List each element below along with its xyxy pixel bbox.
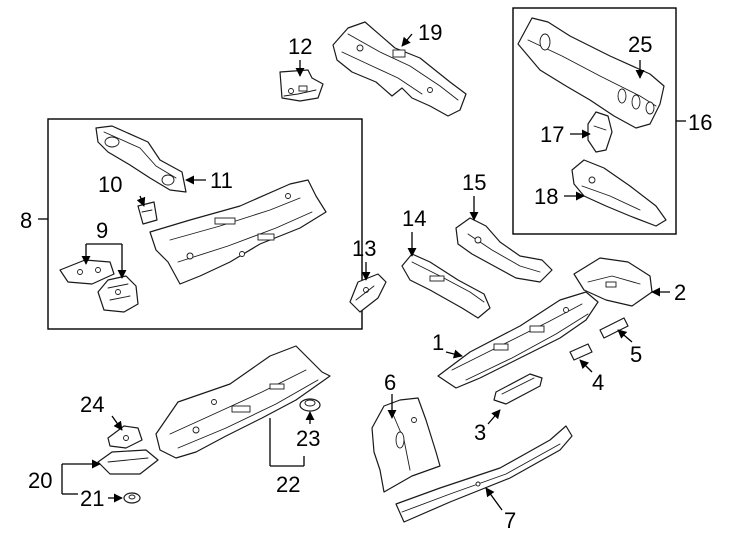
part-9-brackets[interactable] (59, 259, 139, 313)
part-13-bracket[interactable] (349, 273, 387, 313)
callout-11: 11 (210, 168, 233, 193)
callout-17: 17 (540, 122, 564, 147)
callout-10: 10 (98, 172, 122, 197)
part-24-bracket[interactable] (107, 425, 143, 449)
callout-16: 16 (688, 110, 712, 135)
callout-9: 9 (96, 218, 108, 243)
part-3-reinforcement[interactable] (493, 373, 543, 405)
part-25-rear-crossmember[interactable] (517, 17, 665, 129)
callout-20: 20 (28, 468, 52, 493)
callout-14: 14 (402, 206, 426, 231)
part-11-front-floor-pan[interactable] (95, 125, 327, 285)
callout-3: 3 (474, 420, 486, 445)
callout-25: 25 (628, 32, 652, 57)
part-12-bracket[interactable] (279, 69, 324, 102)
part-14-crossmember[interactable] (401, 253, 491, 319)
part-10-bracket[interactable] (137, 201, 158, 225)
group-box-8 (47, 118, 363, 330)
callout-24: 24 (80, 392, 104, 417)
leader-lines (38, 33, 686, 511)
part-7-rocker-panel[interactable] (395, 425, 573, 523)
callout-22: 22 (276, 472, 300, 497)
part-17-bracket[interactable] (587, 111, 613, 153)
part-15-crossmember[interactable] (455, 217, 553, 283)
callout-23: 23 (296, 426, 320, 451)
callout-2: 2 (674, 280, 686, 305)
callout-6: 6 (384, 370, 396, 395)
callout-18: 18 (534, 184, 558, 209)
callout-1: 1 (432, 330, 444, 355)
part-18-rear-floor-extension[interactable] (571, 159, 667, 227)
part-19-dash-crossmember[interactable] (332, 21, 467, 117)
callout-19: 19 (418, 20, 442, 45)
part-21-nut[interactable] (123, 492, 141, 504)
part-23-plug[interactable] (299, 398, 321, 412)
callout-4: 4 (592, 370, 604, 395)
part-22-floor-pan[interactable] (155, 345, 331, 459)
part-5-plate[interactable] (599, 317, 629, 339)
callout-8: 8 (20, 208, 32, 233)
callout-12: 12 (288, 34, 312, 59)
callout-7: 7 (504, 508, 516, 533)
part-20-bracket[interactable] (97, 449, 159, 475)
callout-21: 21 (80, 486, 104, 511)
part-1-center-floor-pan[interactable] (437, 291, 599, 389)
callout-labels: 1 2 3 4 5 6 7 8 9 10 11 12 13 14 15 16 1… (20, 20, 712, 533)
part-4-plate[interactable] (569, 343, 593, 361)
callout-13: 13 (352, 236, 376, 261)
callout-5: 5 (630, 342, 642, 367)
callout-15: 15 (462, 170, 486, 195)
part-6-pillar[interactable] (371, 397, 441, 493)
